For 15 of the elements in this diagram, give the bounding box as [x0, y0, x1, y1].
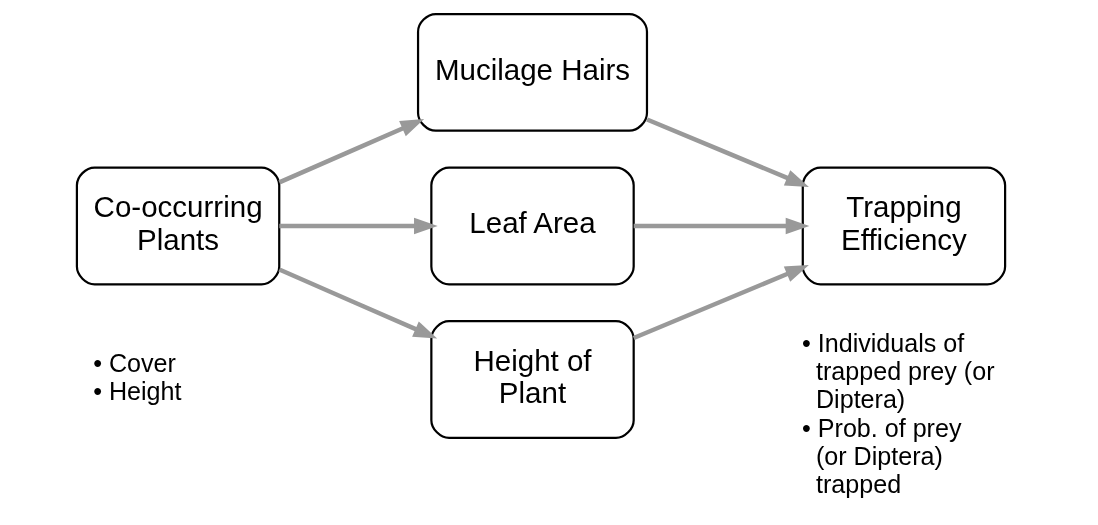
arrow	[645, 117, 809, 187]
arrow	[633, 217, 809, 235]
node-label: • Prob. of prey (or Diptera) trapped	[801, 413, 961, 498]
arrow	[278, 217, 438, 235]
node-label: • Height	[92, 376, 181, 405]
node-label: • Individuals of trapped prey (or Diptera)	[801, 329, 995, 414]
arrow	[277, 267, 437, 339]
node-box: Co-occurring Plants	[75, 166, 280, 286]
node-label: • Cover	[92, 348, 176, 377]
node-box: Height of Plant	[429, 320, 635, 439]
node-box: Leaf Area	[429, 166, 635, 286]
arrow	[632, 264, 809, 341]
node-box: Mucilage Hairs	[416, 12, 648, 132]
node-box: Trapping Efficiency	[801, 166, 1006, 286]
arrow	[277, 119, 424, 185]
